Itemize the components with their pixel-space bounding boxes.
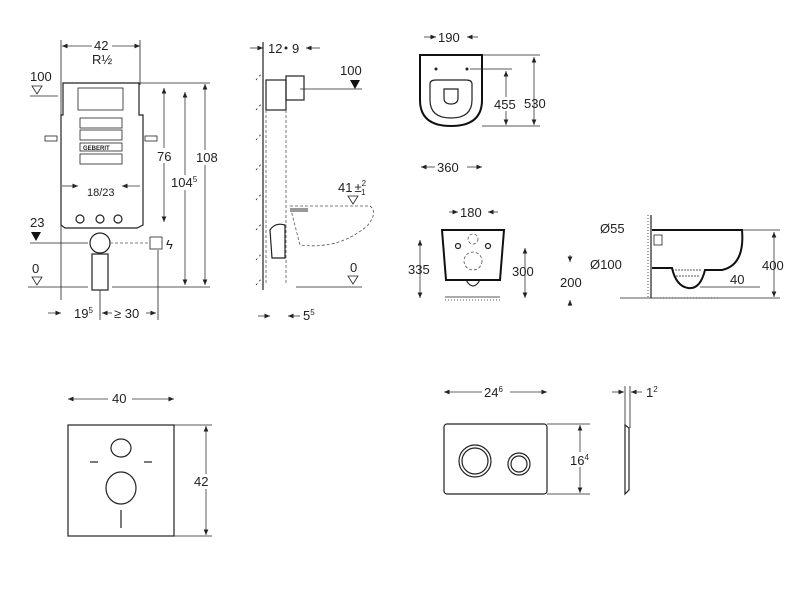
offset-195-label: 195 [74, 306, 93, 321]
electric-icon: ϟ [166, 237, 173, 252]
height-400-label: 400 [762, 258, 784, 273]
level-100-label: 100 [30, 69, 52, 84]
side-level-0-label: 0 [350, 260, 357, 275]
depth-12-label: 12 [268, 41, 282, 56]
bowl-back-view: 180 335 300 [408, 205, 534, 301]
connection-label: R½ [92, 52, 112, 67]
frame-front-view: 42 R½ GEBERIT 18/23 100 23 ϟ 0 76 1045 1… [28, 38, 219, 321]
outlet-diameter-label: Ø100 [590, 257, 622, 272]
bowl-top-view: 190 455 530 360 [419, 30, 546, 175]
water-40-label: 40 [730, 272, 744, 287]
level-0-label: 0 [32, 261, 39, 276]
length-530-label: 530 [524, 96, 546, 111]
brand-logo: GEBERIT [83, 146, 110, 152]
inner-width-label: 18/23 [87, 187, 115, 199]
width-360-label: 360 [437, 160, 459, 175]
height-1045-label: 1045 [171, 175, 198, 190]
spacing-label: ≥ 30 [114, 306, 139, 321]
frame-width-label: 42 [94, 38, 108, 53]
inlet-diameter-label: Ø55 [600, 221, 625, 236]
pad-height-label: 42 [194, 474, 208, 489]
side-level-100-label: 100 [340, 63, 362, 78]
pad-width-label: 40 [112, 391, 126, 406]
height-335-label: 335 [408, 262, 430, 277]
plate-height-label: 164 [570, 453, 589, 468]
outlet-height-label: 200 [560, 275, 582, 290]
length-455-label: 455 [494, 97, 516, 112]
plate-depth-label: 12 [646, 385, 658, 400]
height-76-label: 76 [157, 149, 171, 164]
sound-insulation-pad: 40 42 [67, 391, 218, 537]
depth-9-label: 9 [292, 41, 299, 56]
bottom-offset-label: 55 [303, 308, 315, 323]
height-300-label: 300 [512, 264, 534, 279]
hole-spacing-190-label: 190 [438, 30, 460, 45]
height-108-label: 108 [196, 150, 218, 165]
level-23-label: 23 [30, 215, 44, 230]
bowl-side-view: Ø55 Ø100 200 400 40 [560, 215, 784, 306]
hole-spacing-180-label: 180 [460, 205, 482, 220]
plate-width-label: 246 [484, 385, 503, 400]
flush-plate: 246 164 12 [443, 384, 658, 496]
